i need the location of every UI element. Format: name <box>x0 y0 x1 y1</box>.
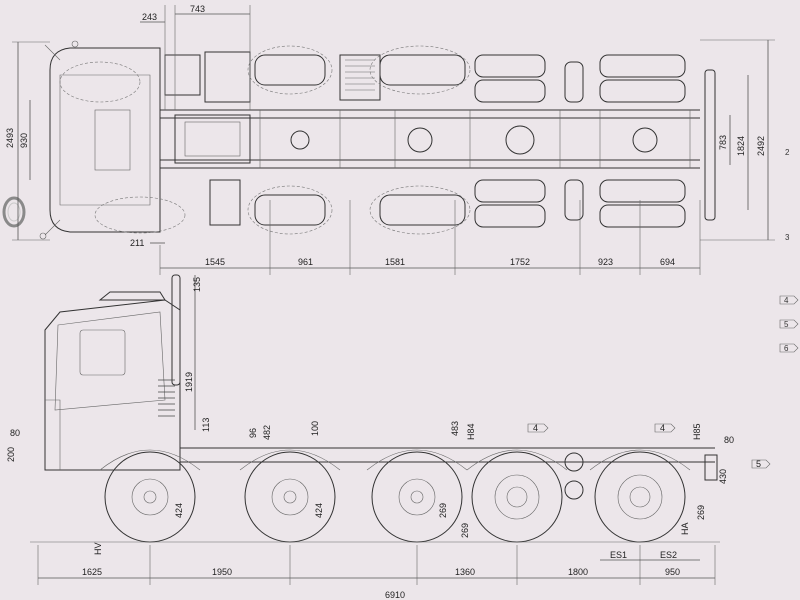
truck-side-view: 135 1919 113 96 482 100 483 H84 H85 424 … <box>6 274 771 600</box>
dim-200: 200 <box>6 447 16 462</box>
dim-1360: 1360 <box>455 567 475 577</box>
dim-135: 135 <box>192 277 202 292</box>
dim-2492: 2492 <box>756 136 766 156</box>
dim-694: 694 <box>660 257 675 267</box>
dim-80-left: 80 <box>10 428 20 438</box>
dim-930: 930 <box>19 133 29 148</box>
dim-96: 96 <box>248 428 258 438</box>
dim-1919: 1919 <box>184 372 194 392</box>
dim-243: 243 <box>142 12 157 22</box>
dim-269-a: 269 <box>438 503 448 518</box>
dim-1800: 1800 <box>568 567 588 577</box>
callout-4-a: 4 <box>533 423 538 433</box>
top-view-wheels-upper <box>247 45 686 103</box>
dim-1625: 1625 <box>82 567 102 577</box>
callout-4-b: 4 <box>660 423 665 433</box>
truck-top-view: 243 743 2493 930 783 1824 2492 211 <box>5 4 775 275</box>
top-view-dimensions-left: 2493 930 <box>5 41 50 241</box>
dim-1581: 1581 <box>385 257 405 267</box>
dim-2493: 2493 <box>5 128 15 148</box>
dim-482: 482 <box>262 425 272 440</box>
dim-1950: 1950 <box>212 567 232 577</box>
dim-923: 923 <box>598 257 613 267</box>
dim-h84: H84 <box>466 423 476 440</box>
dim-h85: H85 <box>692 423 702 440</box>
dim-483: 483 <box>450 421 460 436</box>
dim-269-b: 269 <box>460 523 470 538</box>
top-view-dimensions-right: 783 1824 2492 <box>700 39 775 241</box>
binder-ring <box>2 196 26 228</box>
top-view-wheels-lower <box>247 179 686 235</box>
dim-430: 430 <box>718 469 728 484</box>
dim-hv: HV <box>93 542 103 555</box>
dim-269-c: 269 <box>696 505 706 520</box>
margin-number-3: 3 <box>785 233 790 242</box>
dim-743: 743 <box>190 4 205 14</box>
dim-113: 113 <box>201 418 211 432</box>
dim-100: 100 <box>310 421 320 436</box>
dim-211: 211 <box>130 238 144 248</box>
dim-ha: HA <box>680 522 690 535</box>
dim-1752: 1752 <box>510 257 530 267</box>
dim-950: 950 <box>665 567 680 577</box>
dim-total-length: 6910 <box>385 590 405 600</box>
right-margin: 2 3 4 5 6 <box>779 148 799 353</box>
dim-424-a: 424 <box>174 503 184 518</box>
dim-es1: ES1 <box>610 550 627 560</box>
dim-1545: 1545 <box>205 257 225 267</box>
dim-es2: ES2 <box>660 550 677 560</box>
dim-80-right: 80 <box>724 435 734 445</box>
dim-961: 961 <box>298 257 313 267</box>
callout-5: 5 <box>756 459 761 469</box>
margin-number-2: 2 <box>785 148 790 157</box>
dim-424-b: 424 <box>314 503 324 518</box>
dim-1824: 1824 <box>736 136 746 156</box>
side-view-dimensions-bottom: 1625 1950 1360 1800 950 ES1 ES2 6910 <box>37 545 716 600</box>
side-view-callouts: 4 4 5 <box>527 423 771 469</box>
margin-callout-5: 5 <box>784 320 789 329</box>
margin-callout-4: 4 <box>784 296 789 305</box>
top-view-dimensions-top: 243 743 <box>140 4 251 110</box>
margin-callout-6: 6 <box>784 344 789 353</box>
side-view-dimensions-vertical: 135 1919 113 96 482 100 483 H84 H85 424 … <box>6 275 734 555</box>
top-view-dimensions-bottom: 1545 961 1581 1752 923 694 <box>159 200 701 275</box>
dim-783: 783 <box>718 135 728 150</box>
